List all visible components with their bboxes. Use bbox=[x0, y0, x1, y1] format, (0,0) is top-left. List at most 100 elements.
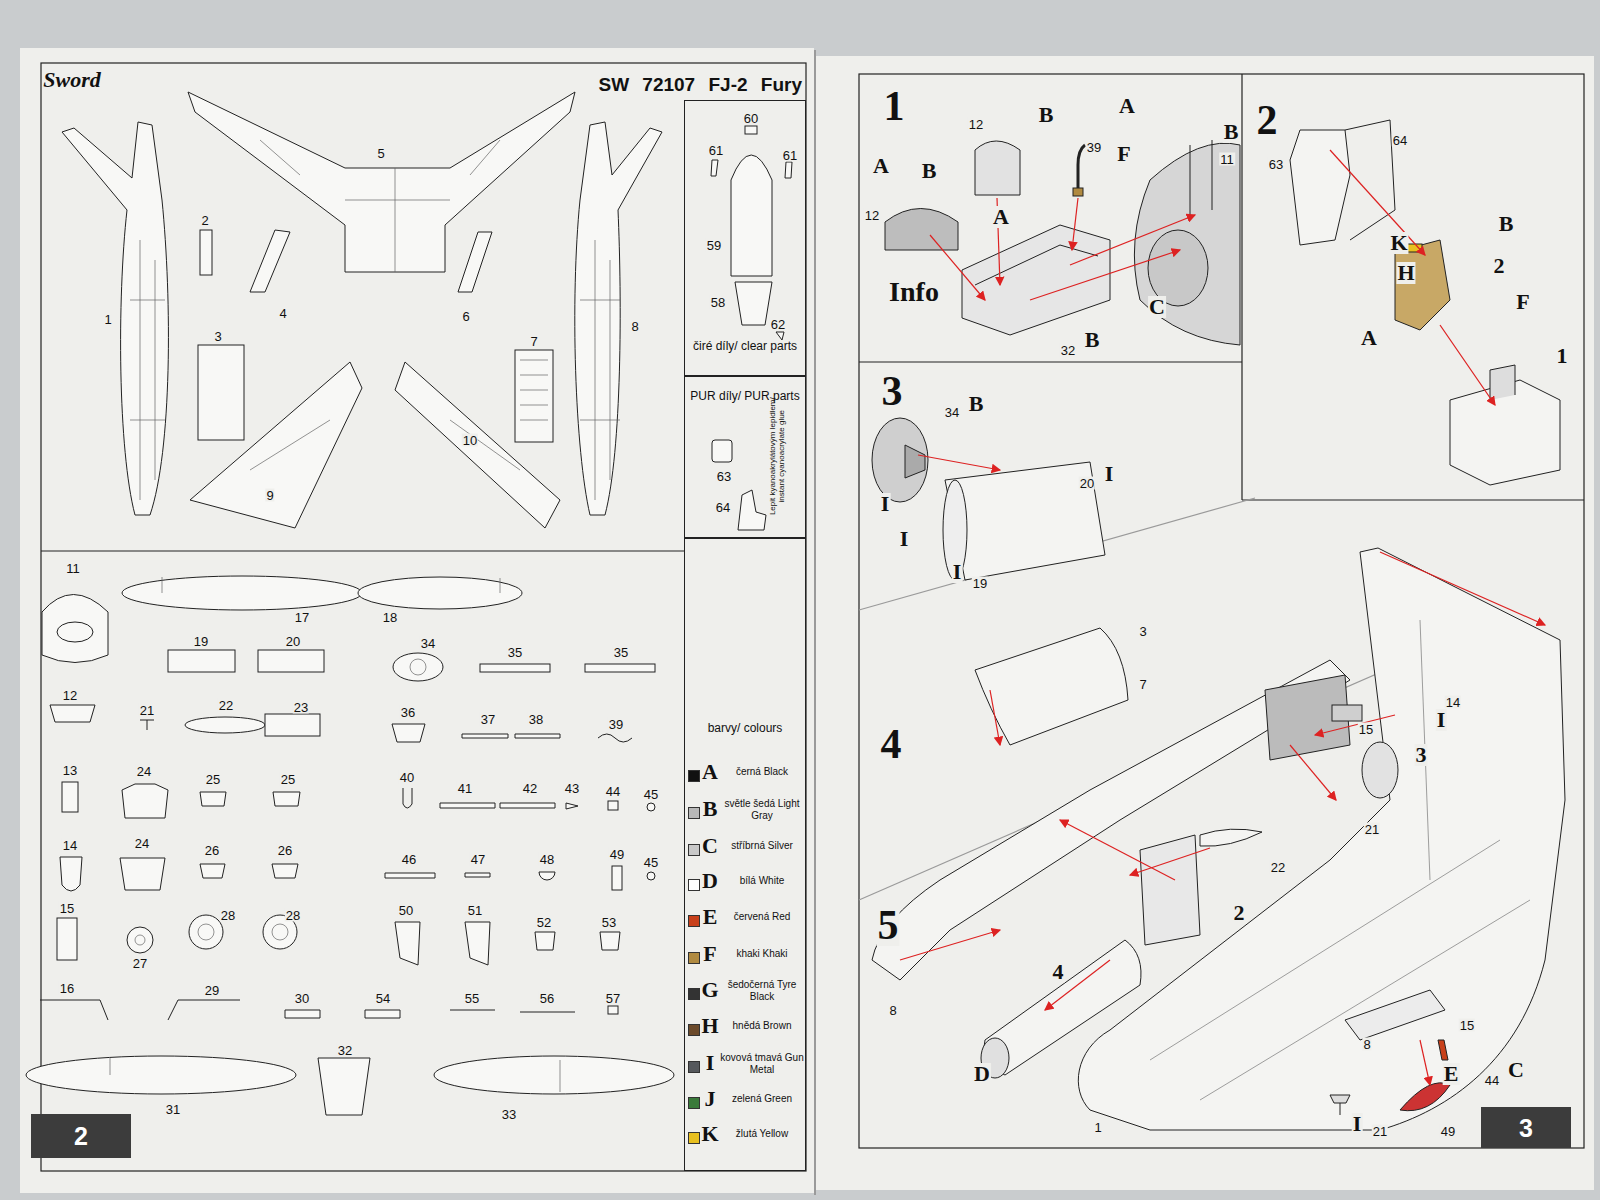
callout-number: 8 bbox=[888, 1004, 897, 1017]
part-detail-line bbox=[162, 577, 500, 593]
callout-number: 64 bbox=[1392, 134, 1408, 147]
colour-swatch bbox=[688, 988, 700, 1000]
part-outline bbox=[535, 932, 555, 950]
callout-number: 15 bbox=[59, 902, 75, 915]
colour-name: zelená Green bbox=[720, 1093, 804, 1105]
callout-number: 40 bbox=[399, 771, 415, 784]
assembly-drawing bbox=[1148, 230, 1208, 306]
part-outline bbox=[250, 230, 290, 292]
assembly-drawing bbox=[1362, 742, 1398, 798]
colour-swatch bbox=[688, 915, 700, 927]
callout-number: 2 bbox=[200, 214, 209, 227]
callout-number: 53 bbox=[601, 916, 617, 929]
callout-number: 24 bbox=[134, 837, 150, 850]
callout-number: 6 bbox=[461, 310, 470, 323]
callout-number: 45 bbox=[643, 856, 659, 869]
assembly-number: 2 bbox=[1493, 255, 1506, 277]
assembly-drawing bbox=[1330, 1095, 1350, 1115]
callout-number: 25 bbox=[280, 773, 296, 786]
assembly-drawing bbox=[1290, 130, 1350, 245]
callout-number: 63 bbox=[716, 470, 732, 483]
part-detail-line bbox=[520, 360, 548, 420]
callout-number: 46 bbox=[401, 853, 417, 866]
callout-number: 8 bbox=[1362, 1038, 1371, 1051]
colour-swatch bbox=[688, 1097, 700, 1109]
part-outline bbox=[318, 1058, 370, 1115]
callout-number: 8 bbox=[630, 320, 639, 333]
part-outline bbox=[480, 664, 550, 672]
part-outline bbox=[200, 864, 225, 878]
colour-name: hnědá Brown bbox=[720, 1020, 804, 1032]
step-number: 3 bbox=[881, 370, 904, 412]
part-outline bbox=[200, 230, 212, 275]
colour-code: K bbox=[700, 1123, 719, 1145]
callout-number: 60 bbox=[743, 112, 759, 125]
callout-number: 14 bbox=[62, 839, 78, 852]
part-outline bbox=[520, 1012, 575, 1013]
assembly-arrow bbox=[1130, 848, 1210, 875]
callout-number: 35 bbox=[507, 646, 523, 659]
part-detail-line bbox=[260, 140, 500, 272]
colour-code: I bbox=[1352, 1113, 1363, 1135]
callout-number: 43 bbox=[564, 782, 580, 795]
part-outline bbox=[198, 345, 244, 440]
part-detail-line bbox=[198, 924, 214, 940]
part-outline bbox=[26, 1056, 296, 1094]
info-heading: Info bbox=[888, 278, 940, 306]
part-detail-line bbox=[410, 659, 426, 675]
colour-code: B bbox=[1038, 104, 1055, 126]
callout-number: 44 bbox=[1484, 1074, 1500, 1087]
callout-number: 45 bbox=[643, 788, 659, 801]
page-number-box: 2 bbox=[31, 1114, 131, 1158]
assembly-drawing bbox=[885, 209, 958, 251]
part-outline bbox=[62, 782, 78, 812]
callout-number: 30 bbox=[294, 992, 310, 1005]
step-number: 5 bbox=[877, 904, 900, 946]
colour-name: černá Black bbox=[720, 766, 804, 778]
callout-number: 28 bbox=[220, 909, 236, 922]
callout-number: 21 bbox=[1372, 1125, 1388, 1138]
page-number: 3 bbox=[1481, 1115, 1571, 1140]
page-background bbox=[20, 48, 814, 1193]
colour-code: F bbox=[1515, 291, 1530, 313]
page-frame bbox=[41, 63, 806, 1171]
assembly-arrow bbox=[1072, 198, 1078, 250]
assembly-arrow bbox=[900, 930, 1000, 960]
callout-number: 39 bbox=[1086, 141, 1102, 154]
colour-swatch bbox=[688, 1132, 700, 1144]
assembly-drawing bbox=[905, 445, 925, 478]
part-outline bbox=[600, 932, 620, 950]
colour-name: khaki Khaki bbox=[720, 948, 804, 960]
part-outline bbox=[539, 872, 555, 880]
part-outline bbox=[272, 864, 298, 878]
part-outline bbox=[745, 126, 757, 134]
part-outline bbox=[258, 650, 324, 672]
part-outline bbox=[140, 720, 154, 730]
part-outline bbox=[566, 803, 578, 809]
page-frame bbox=[1241, 74, 1242, 500]
assembly-drawing bbox=[975, 245, 1098, 285]
callout-number: 29 bbox=[204, 984, 220, 997]
part-outline bbox=[365, 1010, 400, 1018]
brand-logo: Sword bbox=[42, 69, 101, 91]
callout-number: 22 bbox=[218, 699, 234, 712]
colour-name: červená Red bbox=[720, 911, 804, 923]
part-detail-line bbox=[580, 240, 620, 500]
part-outline bbox=[738, 490, 766, 530]
colour-code: B bbox=[1084, 329, 1101, 351]
parts-panel: čiré díly/ clear parts bbox=[684, 100, 806, 376]
callout-number: 22 bbox=[1270, 861, 1286, 874]
colour-code: F bbox=[702, 943, 717, 965]
assembly-drawing bbox=[1332, 705, 1362, 721]
callout-number: 23 bbox=[293, 701, 309, 714]
assembly-number: 4 bbox=[1052, 961, 1065, 983]
assembly-drawing bbox=[975, 628, 1128, 745]
callout-number: 31 bbox=[165, 1103, 181, 1116]
part-outline bbox=[60, 857, 82, 891]
part-outline bbox=[122, 784, 168, 818]
colour-swatch bbox=[688, 807, 700, 819]
callout-number: 18 bbox=[382, 611, 398, 624]
assembly-arrow bbox=[1315, 715, 1395, 735]
part-outline bbox=[395, 922, 420, 965]
callout-number: 61 bbox=[782, 149, 798, 162]
